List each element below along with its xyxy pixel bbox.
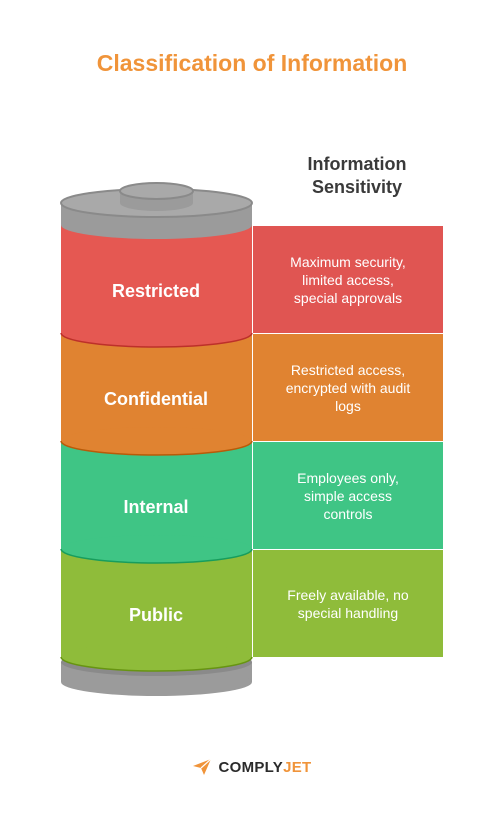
description-text: Restricted access, encrypted with audit … xyxy=(285,361,411,414)
segment-confidential xyxy=(60,333,253,456)
cylinder-segment-shape xyxy=(61,427,252,455)
cylinder-segment-shape xyxy=(61,643,252,671)
description-confidential: Restricted access, encrypted with audit … xyxy=(253,334,443,441)
description-internal: Employees only, simple access controls xyxy=(253,442,443,549)
description-public: Freely available, no special handling xyxy=(253,550,443,657)
cylinder-segment-shape xyxy=(60,548,253,564)
cylinder-segment-shape xyxy=(61,535,252,563)
description-text: Freely available, no special handling xyxy=(287,586,409,621)
cylinder-segment-shape xyxy=(61,441,252,549)
segment-public xyxy=(60,549,253,672)
level-label-internal: Internal xyxy=(123,497,189,517)
level-label-confidential: Confidential xyxy=(104,389,208,409)
level-label-restricted: Restricted xyxy=(111,281,201,301)
cylinder-segment-shape xyxy=(60,332,253,348)
sensitivity-heading: Information Sensitivity xyxy=(307,154,407,197)
description-restricted: Maximum security, limited access, specia… xyxy=(253,226,443,333)
cylinder-segment-shape xyxy=(61,549,252,657)
cylinder-segment-shape xyxy=(61,225,252,333)
cylinder-segment-shape xyxy=(60,440,253,456)
cylinder-segment-shape xyxy=(61,319,252,347)
cylinder-segment-shape xyxy=(61,333,252,441)
brand-footer: COMPLYJET xyxy=(0,758,504,776)
brand-logo-text: COMPLYJET xyxy=(218,758,312,776)
segment-internal xyxy=(60,441,253,564)
description-text: Maximum security, limited access, specia… xyxy=(290,253,406,306)
cylinder-segment-shape xyxy=(60,656,253,672)
segment-restricted xyxy=(60,225,253,348)
level-label-public: Public xyxy=(128,605,183,625)
diagram-title: Classification of Information xyxy=(96,50,408,76)
paper-plane-icon xyxy=(193,758,212,775)
description-text: Employees only, simple access controls xyxy=(297,469,399,522)
cylinder-top-cap xyxy=(60,182,253,239)
